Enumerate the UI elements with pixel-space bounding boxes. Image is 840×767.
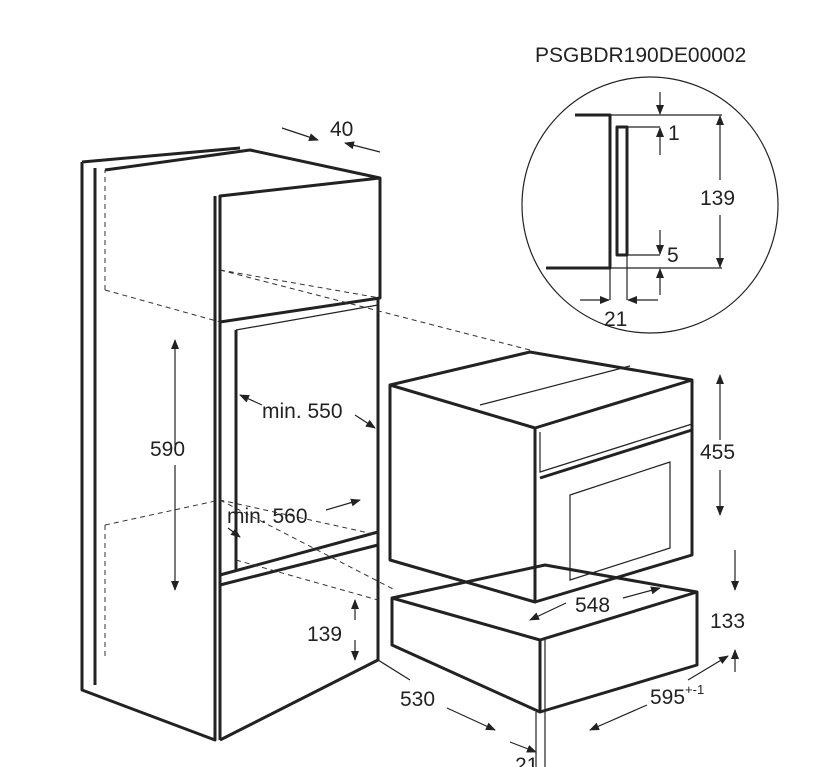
detail-gap-top: 1 [668,122,680,145]
cabinet [80,146,531,742]
dim-width: 595+-1 [650,682,704,709]
dim-oven-height: 455 [700,441,735,464]
dim-drawer-height: 133 [710,610,745,633]
oven [388,350,694,604]
dim-front-offset: 21 [515,754,538,767]
dim-cabinet-top-depth: 40 [330,118,353,141]
dimension-lines [171,127,739,767]
detail-gap-bottom: 5 [667,244,679,267]
dim-niche-depth: min. 560 [227,505,308,528]
dim-drawer-depth: 548 [575,594,610,617]
warming-drawer [390,563,699,714]
detail-height: 139 [700,187,735,210]
dim-cabinet-depth: 530 [400,688,435,711]
product-code: PSGBDR190DE00002 [535,44,746,67]
dim-niche-height: 590 [150,438,185,461]
dim-niche-width: min. 550 [262,400,343,423]
detail-offset: 21 [604,308,627,331]
dimension-labels: 40 590 min. 550 min. 560 139 530 21 455 … [150,118,745,767]
detail-view: 1 139 5 21 [521,76,779,334]
dim-drawer-niche-height: 139 [307,623,342,646]
